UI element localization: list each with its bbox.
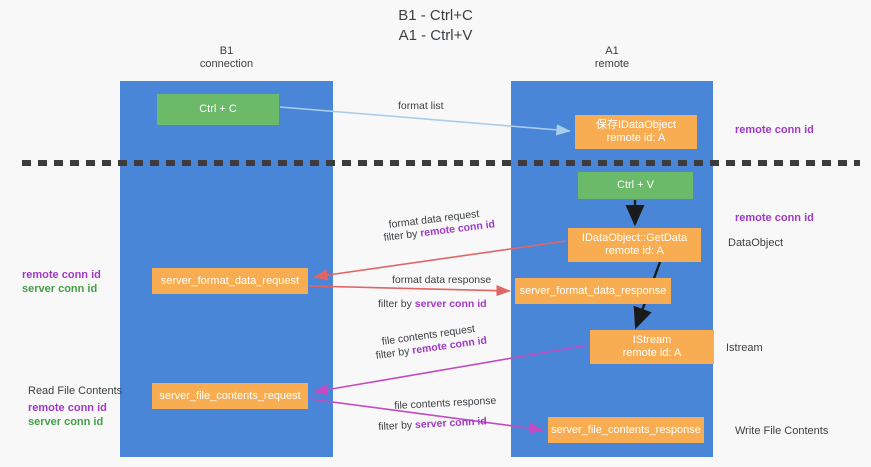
label-left-remote-conn-id-1: remote conn id	[22, 269, 101, 281]
edge-label-format-data-response-filter: filter by server conn id	[378, 298, 487, 311]
edge-label-format-list: format list	[398, 100, 444, 112]
label-write-file-contents: Write File Contents	[735, 425, 829, 437]
diagram-title-line-1: B1 - Ctrl+C	[398, 7, 473, 24]
node-server-file-contents-response-label: server_file_contents_response	[551, 423, 701, 436]
lane-a1-role: remote	[594, 58, 630, 70]
label-left-server-conn-id-1: server conn id	[22, 283, 98, 295]
filter-prefix-3: filter by	[375, 344, 414, 362]
node-idataobject-getdata-line-2: remote id: A	[605, 245, 664, 257]
node-server-file-contents-response[interactable]: server_file_contents_response	[548, 417, 704, 443]
node-server-format-data-response-label: server_format_data_response	[519, 284, 667, 297]
label-read-file-contents: Read File Contents	[28, 385, 123, 397]
label-remote-conn-id-top: remote conn id	[735, 124, 814, 136]
label-remote-conn-id-mid: remote conn id	[735, 212, 814, 224]
node-server-format-data-request-label: server_format_data_request	[160, 274, 300, 287]
label-left-server-conn-id-2: server conn id	[28, 416, 104, 428]
node-ctrl-c-label: Ctrl + C	[199, 103, 237, 115]
label-left-remote-conn-id-2: remote conn id	[28, 402, 107, 414]
node-save-idataobject-line-2: remote id: A	[606, 132, 666, 144]
edge-label-file-contents-response-filter: filter by server conn id	[378, 415, 487, 434]
lane-a1-header: A1 remote	[511, 45, 713, 71]
node-istream-line-2: remote id: A	[622, 347, 682, 359]
node-server-format-data-request[interactable]: server_format_data_request	[152, 268, 308, 294]
node-istream[interactable]: IStream remote id: A	[590, 330, 714, 364]
lane-b1-header: B1 connection	[120, 45, 333, 71]
node-ctrl-v[interactable]: Ctrl + V	[578, 172, 693, 199]
node-ctrl-v-label: Ctrl + V	[617, 179, 654, 191]
filter-prefix-2: filter by	[378, 298, 415, 310]
diagram-title: B1 - Ctrl+C A1 - Ctrl+V	[0, 6, 871, 46]
node-server-file-contents-request[interactable]: server_file_contents_request	[152, 383, 308, 409]
lane-b1-role: connection	[199, 58, 254, 70]
node-save-idataobject[interactable]: 保存IDataObject remote id: A	[575, 115, 697, 149]
node-server-format-data-response[interactable]: server_format_data_response	[515, 278, 671, 304]
diagram-title-line-2: A1 - Ctrl+V	[398, 27, 473, 44]
node-idataobject-getdata-line-1: IDataObject::GetData	[581, 232, 688, 244]
edge-label-file-contents-response: file contents response	[394, 394, 497, 412]
lane-a1-name: A1	[605, 45, 619, 57]
label-dataobject: DataObject	[728, 237, 784, 249]
node-server-file-contents-request-label: server_file_contents_request	[159, 389, 301, 402]
node-idataobject-getdata[interactable]: IDataObject::GetData remote id: A	[568, 228, 701, 262]
edge-label-format-data-response: format data response	[392, 274, 492, 286]
node-save-idataobject-line-1: 保存IDataObject	[595, 119, 677, 131]
filter-key-server-conn-id-2: server conn id	[414, 415, 488, 432]
label-istream: Istream	[726, 342, 763, 354]
lane-b1-name: B1	[219, 45, 234, 57]
filter-prefix-4: filter by	[378, 419, 416, 433]
node-ctrl-c[interactable]: Ctrl + C	[157, 94, 279, 125]
filter-key-server-conn-id-1: server conn id	[414, 298, 487, 310]
node-istream-line-1: IStream	[632, 334, 672, 346]
